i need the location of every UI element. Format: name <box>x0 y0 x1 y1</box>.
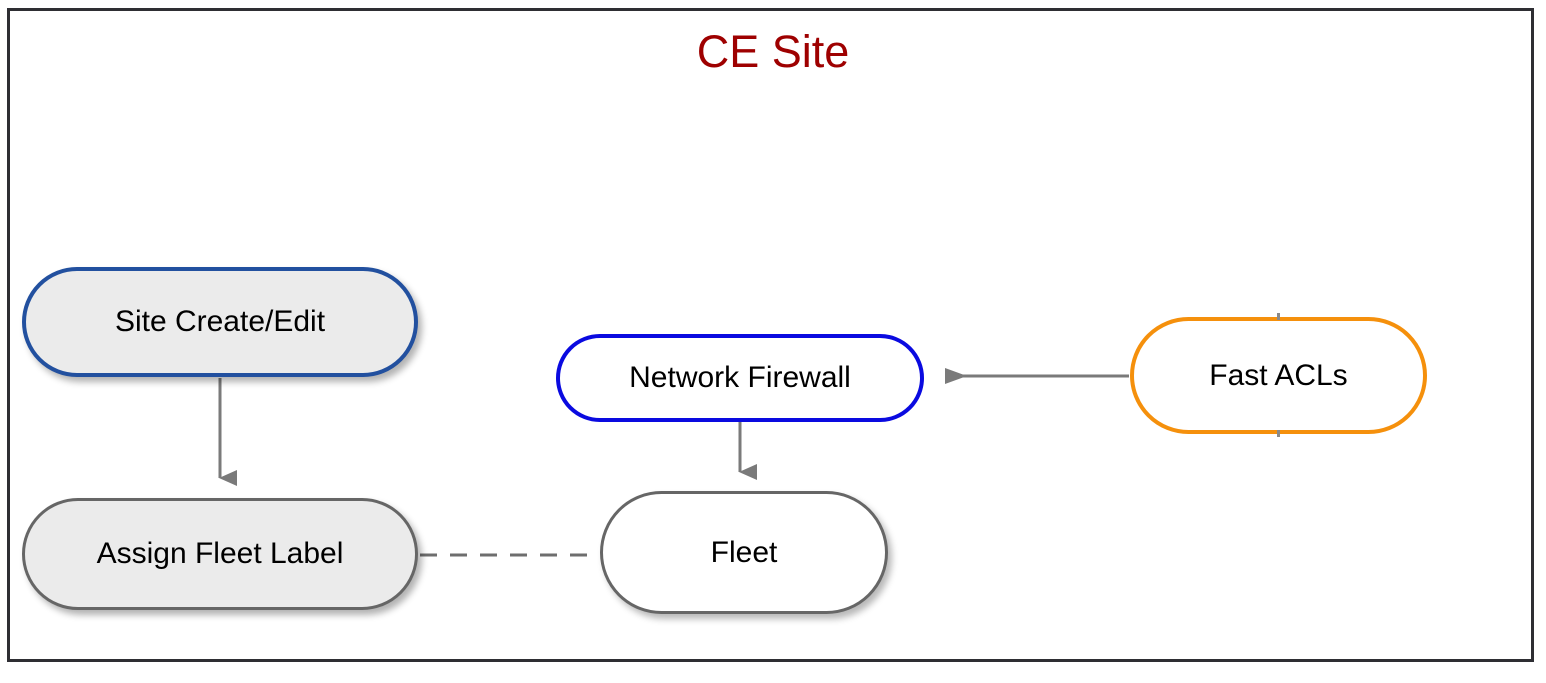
node-label: Network Firewall <box>629 361 851 394</box>
node-fleet[interactable]: Fleet <box>600 491 888 614</box>
node-label: Site Create/Edit <box>114 305 326 338</box>
node-fast-acls[interactable]: Fast ACLs <box>1130 317 1427 434</box>
node-label: Fast ACLs <box>1209 358 1348 392</box>
node-site-create-edit[interactable]: Site Create/Edit <box>22 267 418 377</box>
node-assign-fleet-label[interactable]: Assign Fleet Label <box>22 498 418 610</box>
page-title: CE Site <box>696 26 850 77</box>
node-label: Fleet <box>710 535 778 569</box>
anchor-handle-bottom-icon <box>1277 430 1280 437</box>
node-network-firewall[interactable]: Network Firewall <box>556 334 924 422</box>
anchor-handle-top-icon <box>1277 313 1280 320</box>
node-label: Assign Fleet Label <box>96 537 344 570</box>
